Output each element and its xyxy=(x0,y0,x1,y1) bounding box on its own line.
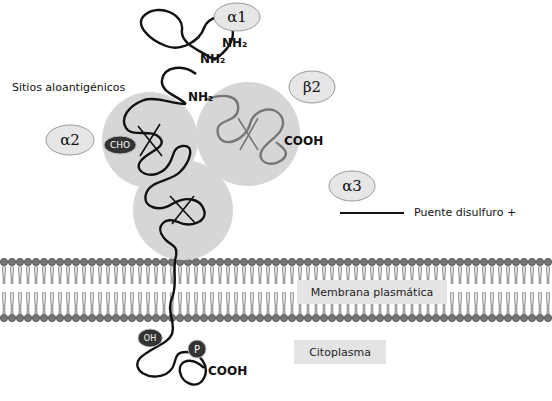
domain-label: α3 xyxy=(328,170,376,202)
terminus-label: NH₂ xyxy=(188,90,213,104)
domain-label: β2 xyxy=(288,70,336,104)
node-text: Citoplasma xyxy=(309,346,371,359)
lipid-leaflet xyxy=(0,252,552,292)
terminus-label: NH₂ xyxy=(200,52,225,66)
heavy-chain xyxy=(124,10,233,385)
disulfide-bridge xyxy=(138,124,162,156)
domain-label: α2 xyxy=(45,124,95,156)
legend-text: Puente disulfuro + xyxy=(414,206,516,219)
disulfide-bridge xyxy=(238,118,258,150)
node-text: α2 xyxy=(60,131,80,149)
node-text: Membrana plasmática xyxy=(311,286,434,299)
node-text: α1 xyxy=(227,8,247,26)
node-text: P xyxy=(194,344,200,355)
disulfide-bridge xyxy=(170,196,196,224)
terminus-label: COOH xyxy=(284,134,323,148)
lipid-leaflet xyxy=(0,290,552,330)
phosphate-marker: P xyxy=(187,339,207,359)
node-text: β2 xyxy=(303,78,321,96)
annotation-text: Sitios aloantigénicos xyxy=(12,81,125,94)
terminus-label: NH₂ xyxy=(222,36,247,50)
beta2-chain xyxy=(205,96,286,164)
node-text: α3 xyxy=(342,177,362,195)
glycan-marker: CHO xyxy=(103,135,137,155)
hydroxyl-marker: OH xyxy=(137,328,163,348)
region-box: Citoplasma xyxy=(294,340,386,364)
legend-line-sample xyxy=(340,212,404,214)
node-text: CHO xyxy=(110,140,130,150)
node-text: OH xyxy=(144,334,156,343)
terminus-label: COOH xyxy=(208,364,247,378)
region-box: Membrana plasmática xyxy=(297,280,447,304)
domain-label: α1 xyxy=(213,2,261,32)
